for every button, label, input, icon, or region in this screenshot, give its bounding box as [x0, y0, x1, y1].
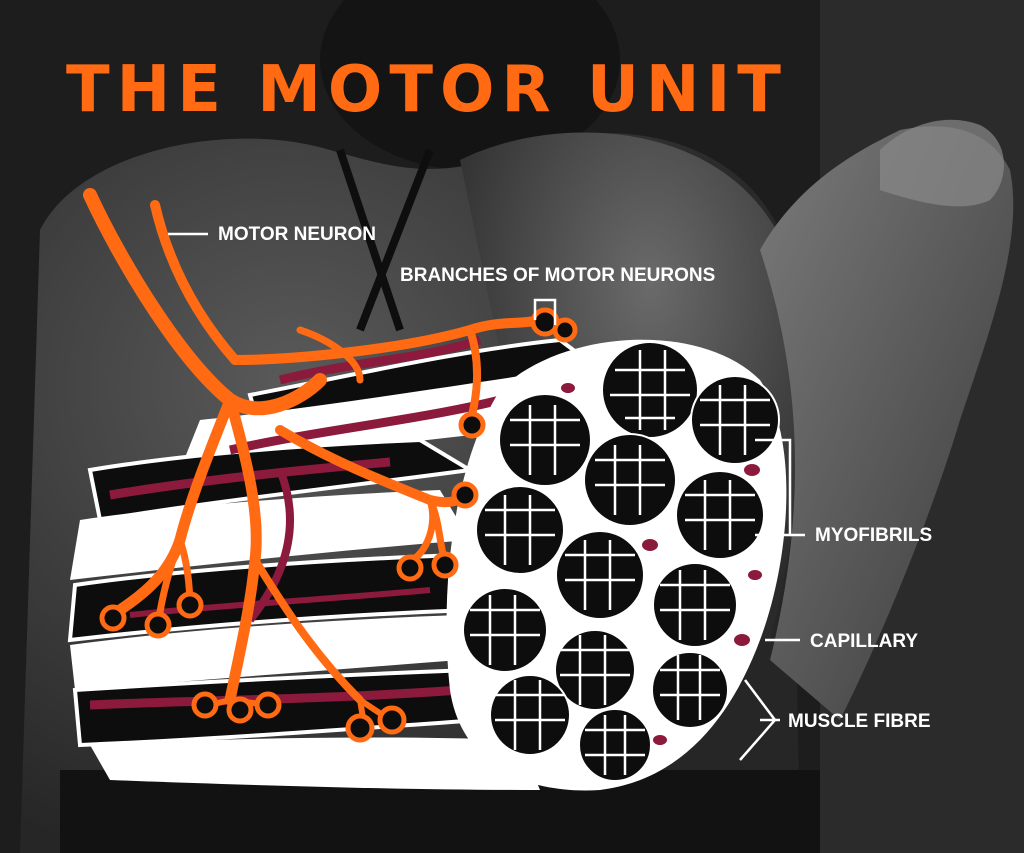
label-branches-of-motor-neurons: BRANCHES OF MOTOR NEURONS: [400, 265, 716, 286]
motor-neuron-drawing: [83, 188, 578, 743]
page-title: THE MOTOR UNIT: [66, 53, 788, 127]
label-muscle-fibre: MUSCLE FIBRE: [788, 711, 931, 732]
label-myofibrils: MYOFIBRILS: [815, 525, 933, 546]
leader-lines: [168, 232, 805, 761]
label-motor-neuron: MOTOR NEURON: [218, 224, 376, 245]
label-capillary: CAPILLARY: [810, 631, 919, 652]
fibre-cross-section: [446, 339, 787, 791]
